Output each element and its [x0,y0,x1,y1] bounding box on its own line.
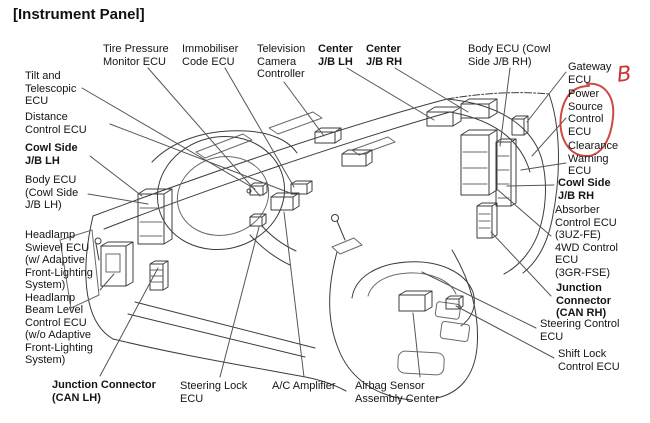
label-cowl-side-jb-rh: Cowl Side J/B RH [558,177,611,202]
ecu-box-cowl-side-jb-lh [137,188,173,245]
label-immobiliser-code-ecu: Immobiliser Code ECU [182,43,239,68]
ecu-box-tilt-telescopic [246,182,268,196]
ecu-box-headlamp [94,237,134,287]
label-cowl-side-jb-lh: Cowl Side J/B LH [25,142,78,167]
label-absorber-4wd-ecu: Absorber Control ECU (3UZ-FE) 4WD Contro… [555,204,618,279]
ecu-box-center-jb-rh [460,98,498,119]
ecu-box-shift-lock [445,295,464,310]
handwritten-b-annotation: B [615,61,633,87]
label-body-ecu-lh: Body ECU (Cowl Side J/B LH) [25,174,79,211]
label-television-camera-controller: Television Camera Controller [257,43,306,80]
label-body-ecu-rh: Body ECU (Cowl Side J/B RH) [468,43,551,68]
label-tilt-telescopic-ecu: Tilt and Telescopic ECU [25,70,77,107]
ecu-box-airbag-sensor [398,290,433,312]
ecu-box-center-jb-lh [426,106,462,127]
page-title: [Instrument Panel] [13,6,145,23]
ecu-box-television-camera [314,127,373,167]
label-tire-pressure-monitor-ecu: Tire Pressure Monitor ECU [103,43,169,68]
label-junction-connector-can-lh: Junction Connector (CAN LH) [52,379,156,404]
label-junction-connector-can-rh: Junction Connector (CAN RH) [556,282,611,319]
label-steering-control-ecu: Steering Control ECU [540,318,620,343]
red-circle-annotation [559,82,615,158]
label-headlamp-ecus: Headlamp Swievel ECU (w/ Adaptive Front-… [25,229,93,366]
label-airbag-sensor-assembly-center: Airbag Sensor Assembly Center [355,380,439,405]
ecu-box-junction-connector-lh [149,260,169,291]
ecu-box-ac-amplifier [270,192,300,211]
leader-lines [81,67,567,378]
label-distance-control-ecu: Distance Control ECU [25,111,87,136]
ecu-box-junction-connector-rh [476,202,498,239]
ecu-box-cowl-side-jb-rh [495,115,529,207]
center-console [329,214,478,401]
label-center-jb-rh: Center J/B RH [366,43,403,68]
label-power-source-control-ecu: Power Source Control ECU [568,88,604,138]
label-center-jb-lh: Center J/B LH [318,43,353,68]
steering-wheel [156,136,297,266]
label-steering-lock-ecu: Steering Lock ECU [180,380,248,405]
label-shift-lock-control-ecu: Shift Lock Control ECU [558,348,620,373]
ecu-box-immobiliser [290,180,313,195]
ecu-box-body-ecu-rh [460,129,498,196]
label-ac-amplifier: A/C Amplifier [272,380,336,392]
dashboard-outline [59,92,559,392]
label-clearance-warning-ecu: Clearance Warning ECU [568,140,619,177]
label-gateway-ecu: Gateway ECU [568,61,612,86]
ecu-box-steering-lock [249,213,267,227]
